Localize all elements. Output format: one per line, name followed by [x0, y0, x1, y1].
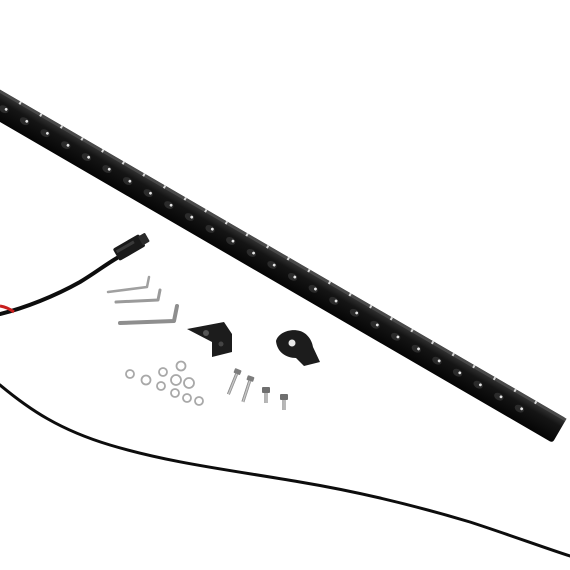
washer [183, 377, 195, 389]
led-module [329, 292, 352, 305]
led-module [473, 376, 497, 389]
washer [182, 393, 192, 403]
led-module [143, 185, 167, 197]
power-cable [0, 383, 570, 558]
bolt-short-2 [280, 394, 288, 410]
led-module [267, 256, 290, 269]
harness-cable [0, 256, 119, 316]
led-module [19, 113, 43, 126]
led-module [205, 221, 229, 233]
led-module [246, 244, 270, 257]
light-bar-housing [0, 83, 566, 442]
led-module [61, 137, 84, 150]
washer [125, 369, 135, 379]
connector-plug [113, 233, 150, 261]
led-module [432, 352, 455, 365]
bolt-set [226, 368, 288, 410]
led-module [391, 328, 414, 341]
led-module [40, 125, 64, 138]
led-module [81, 149, 105, 162]
washer [156, 381, 166, 391]
washer-set [125, 360, 204, 406]
led-module [370, 316, 393, 329]
led-light-bar [0, 82, 567, 442]
led-module [164, 197, 187, 209]
washer [170, 374, 182, 386]
led-module [411, 340, 435, 353]
led-module [308, 280, 332, 293]
led-module [226, 233, 249, 245]
led-module [122, 173, 146, 186]
red-wire [0, 304, 15, 314]
led-module [102, 161, 125, 174]
led-row [0, 101, 538, 413]
light-bar-top-edge [0, 82, 567, 422]
washer [170, 388, 180, 398]
hex-key-small [106, 275, 151, 294]
bolt-long-1 [226, 368, 242, 395]
led-module [494, 388, 517, 401]
led-module [452, 364, 476, 377]
mounting-bracket-right [276, 330, 320, 366]
wiring-harness [0, 233, 150, 316]
led-module [287, 268, 311, 281]
bolt-long-2 [241, 375, 255, 403]
hex-key-large [118, 304, 179, 325]
led-module [514, 400, 538, 413]
hex-key-set [106, 275, 179, 325]
washer [194, 396, 204, 406]
led-module [349, 304, 373, 317]
washer [140, 374, 152, 386]
led-module [0, 101, 22, 114]
hex-key-medium [114, 288, 162, 304]
led-module [184, 209, 208, 221]
washer [175, 360, 187, 372]
bolt-short-1 [262, 387, 270, 403]
washer [158, 367, 168, 377]
mounting-bracket-left [187, 322, 232, 357]
